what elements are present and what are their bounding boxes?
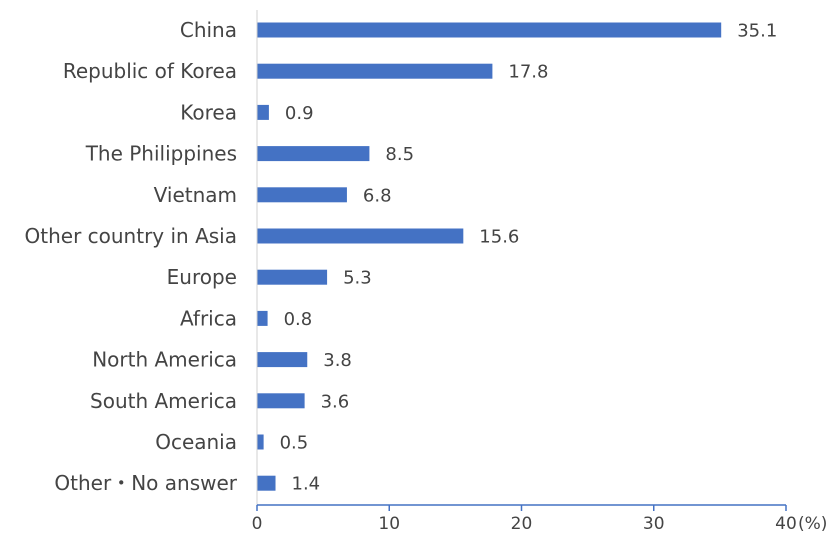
bar-5	[257, 228, 464, 244]
value-label: 0.5	[280, 433, 309, 454]
bar-2	[257, 104, 269, 120]
category-label: Korea	[180, 100, 237, 124]
category-label: South America	[90, 389, 237, 413]
unit-label: (%)	[798, 514, 827, 534]
x-tick-label: 40	[775, 514, 797, 534]
bar-3	[257, 146, 370, 162]
value-label: 0.9	[285, 103, 314, 124]
category-label: Africa	[180, 306, 237, 330]
value-label: 8.5	[385, 144, 414, 165]
category-label: Oceania	[155, 430, 237, 454]
value-label: 3.6	[321, 391, 350, 412]
bar-9	[257, 393, 305, 409]
category-label: Vietnam	[154, 183, 237, 207]
bar-4	[257, 187, 347, 203]
value-label: 3.8	[323, 350, 352, 371]
category-label: Other・No answer	[54, 471, 237, 495]
x-tick-label: 20	[511, 514, 533, 534]
category-label: Other country in Asia	[25, 224, 238, 248]
bars-layer	[257, 22, 722, 491]
value-label: 15.6	[479, 227, 519, 248]
category-label: Europe	[167, 265, 237, 289]
axis-layer: 0 10 20 30 40(%)	[252, 10, 827, 534]
x-tick-label: 0	[252, 514, 263, 534]
category-label: China	[180, 18, 237, 42]
value-label: 17.8	[508, 62, 548, 83]
value-label: 35.1	[737, 21, 777, 42]
x-tick-label: 30	[643, 514, 665, 534]
x-tick-label: 10	[378, 514, 400, 534]
value-label: 1.4	[292, 474, 321, 495]
bar-7	[257, 310, 268, 326]
value-label: 5.3	[343, 268, 372, 289]
category-label: North America	[92, 348, 237, 372]
bar-11	[257, 475, 276, 491]
category-label: The Philippines	[85, 142, 237, 166]
bar-8	[257, 352, 308, 368]
bar-10	[257, 434, 264, 450]
value-label: 0.8	[284, 309, 313, 330]
value-label: 6.8	[363, 185, 392, 206]
bar-6	[257, 269, 328, 285]
category-label: Republic of Korea	[63, 59, 237, 83]
bar-1	[257, 63, 493, 79]
bar-0	[257, 22, 722, 38]
